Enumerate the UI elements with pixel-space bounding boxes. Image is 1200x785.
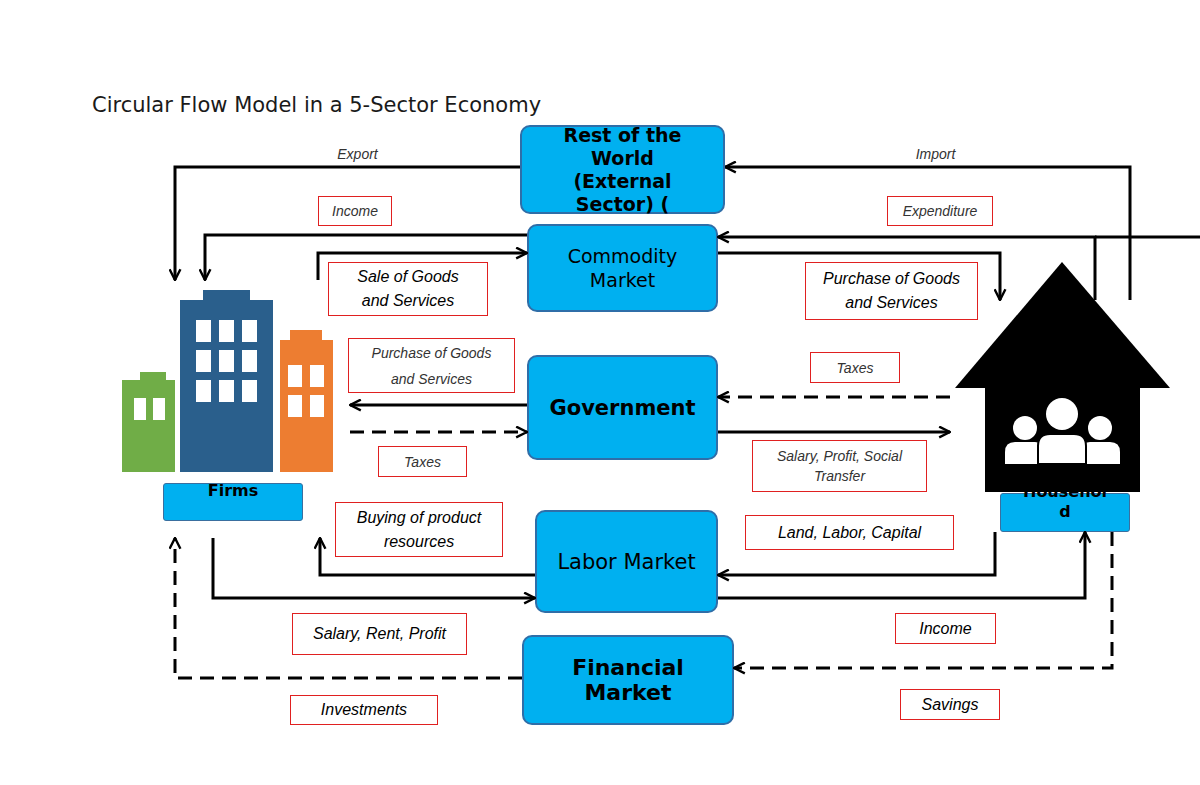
dashed-flow-arrow	[175, 538, 522, 678]
line-extension	[1095, 236, 1200, 239]
flow-label: Taxes	[837, 359, 874, 377]
building-window	[196, 320, 211, 342]
text-holder: Firms	[163, 482, 303, 500]
building-window	[134, 398, 146, 420]
flow-label-box: Salary, Profit, Social Transfer	[752, 440, 927, 492]
flow-label-holder: Export	[320, 144, 395, 164]
text-holder: Rest of the World (External Sector) (	[561, 124, 685, 216]
green-building	[122, 380, 175, 472]
sector-box: Government	[527, 355, 718, 460]
text-holder: Househol d	[1000, 482, 1130, 522]
flow-label-box: Sale of Goods and Services	[328, 262, 488, 316]
flow-label-box: Taxes	[810, 352, 900, 383]
flow-label: Income	[332, 202, 378, 220]
market-box: Commodity Market	[527, 224, 718, 312]
flow-label-box: Purchase of Goods and Services	[805, 262, 978, 320]
flow-label: Savings	[922, 695, 979, 715]
house-roof	[955, 262, 1170, 388]
orange-building	[280, 340, 333, 472]
flow-label-box: Buying of product resources	[335, 502, 503, 557]
dashed-flow-arrow	[350, 431, 527, 434]
flow-label-box: Salary, Rent, Profit	[292, 613, 467, 655]
blue-building	[180, 300, 273, 472]
flow-label-box: Investments	[290, 695, 438, 725]
node-label: Commodity Market	[558, 244, 688, 292]
household-node: Househol d	[950, 300, 1172, 532]
building-window	[242, 380, 257, 402]
building-window	[219, 380, 234, 402]
dashed-flow-arrow	[718, 396, 950, 399]
node-label: Rest of the World (External Sector) (	[561, 124, 685, 216]
node-label: Firms	[168, 482, 298, 500]
flow-label: Investments	[321, 700, 407, 720]
building-window	[288, 365, 302, 387]
node-label: Financial Market	[553, 655, 703, 705]
building-window	[310, 365, 324, 387]
flow-label-box: Expenditure	[887, 196, 993, 226]
text-holder: Labor Market	[557, 549, 695, 575]
building-window	[219, 320, 234, 342]
text-holder: Commodity Market	[558, 244, 688, 292]
building-window	[310, 395, 324, 417]
house-body	[985, 370, 1140, 492]
flow-label-box: Income	[895, 613, 996, 644]
market-box: Financial Market	[522, 635, 734, 725]
building-window	[153, 398, 165, 420]
sector-box: Rest of the World (External Sector) (	[520, 125, 725, 214]
market-box: Labor Market	[535, 510, 718, 613]
dashed-flow-arrow	[734, 532, 1112, 668]
person-head	[1088, 416, 1112, 440]
flow-label: Buying of product resources	[344, 506, 494, 554]
flow-label: Purchase of Goods and Services	[363, 340, 501, 392]
flow-label-box: Purchase of Goods and Services	[348, 338, 515, 393]
flow-label: Expenditure	[903, 202, 978, 220]
flow-label: Salary, Rent, Profit	[313, 624, 446, 644]
flow-label: Purchase of Goods and Services	[813, 267, 971, 315]
flow-label: Taxes	[404, 453, 441, 471]
building-window	[242, 320, 257, 342]
flow-label-box: Taxes	[378, 446, 467, 477]
person-head	[1046, 398, 1078, 430]
node-label: Government	[549, 395, 695, 421]
flow-label: Salary, Profit, Social Transfer	[760, 446, 920, 486]
flow-label-holder: Import	[898, 144, 973, 164]
node-label: Labor Market	[557, 549, 695, 575]
diagram-title: Circular Flow Model in a 5-Sector Econom…	[92, 92, 541, 118]
flow-arrow	[718, 431, 950, 434]
flow-label-box: Income	[318, 196, 392, 226]
flow-label: Income	[919, 619, 971, 639]
person-body	[1038, 434, 1086, 464]
text-holder: Government	[549, 395, 695, 421]
node-label: Househol d	[1015, 482, 1115, 522]
flow-label-box: Land, Labor, Capital	[745, 515, 954, 550]
firms-node: Firms	[120, 280, 350, 538]
building-window	[242, 350, 257, 372]
building-window	[196, 350, 211, 372]
flow-label: Import	[916, 145, 956, 163]
building-window	[219, 350, 234, 372]
flow-label: Land, Labor, Capital	[778, 523, 921, 543]
person-head	[1013, 416, 1037, 440]
text-holder: Financial Market	[553, 655, 703, 705]
flow-label: Export	[337, 145, 377, 163]
flow-label: Sale of Goods and Services	[346, 265, 471, 313]
building-window	[196, 380, 211, 402]
flow-arrow	[350, 404, 527, 407]
flow-label-box: Savings	[900, 689, 1000, 720]
building-window	[288, 395, 302, 417]
